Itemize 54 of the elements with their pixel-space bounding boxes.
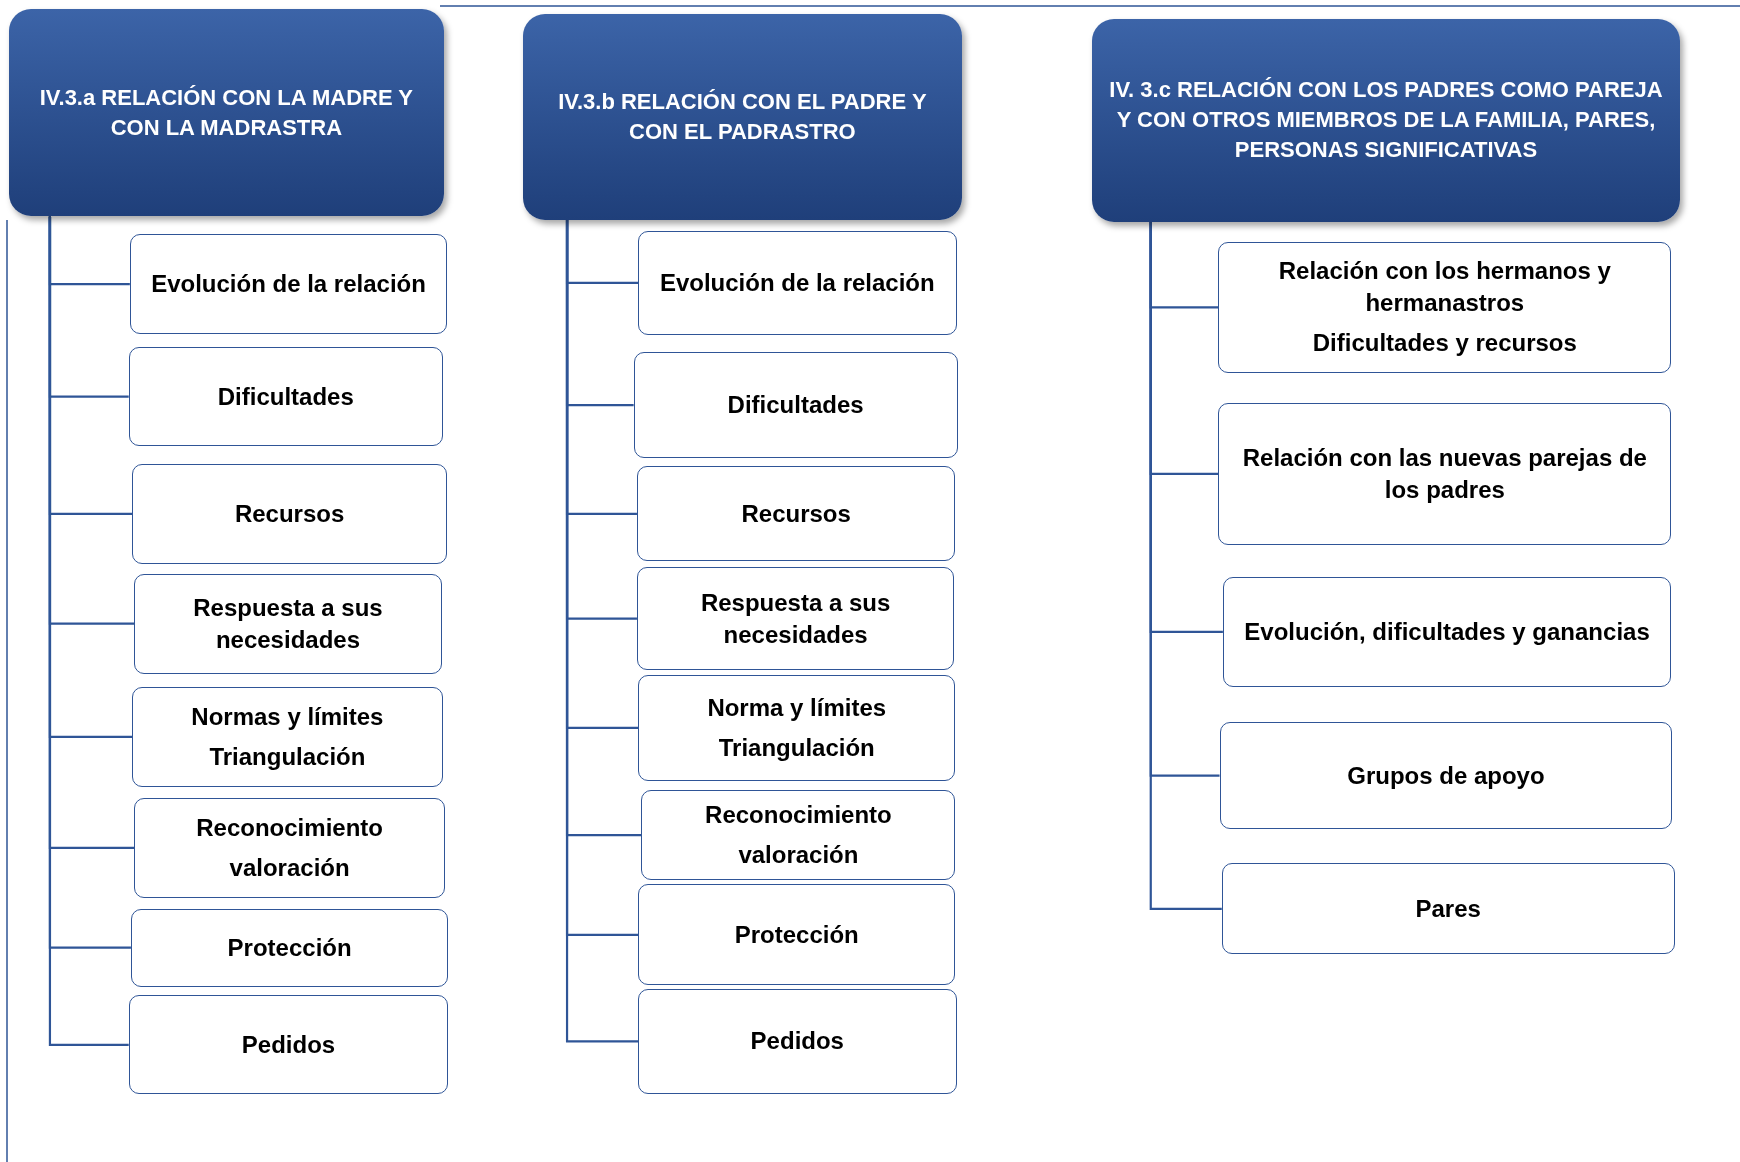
- topic-box: [641, 790, 956, 880]
- topic-box: [132, 463, 448, 564]
- topic-box: [633, 351, 958, 459]
- topic-box: [128, 995, 449, 1095]
- topic-box: [638, 988, 957, 1095]
- topic-box: [128, 347, 443, 447]
- topic-box: [636, 567, 955, 671]
- topic-text: Evolución, dificultades y ganancias: [1244, 616, 1650, 647]
- topic-text: valoración: [738, 840, 859, 871]
- topic-text: Protección: [227, 932, 352, 963]
- topic-text: valoración: [229, 852, 350, 883]
- topic-box: [636, 466, 956, 562]
- topic-box: [134, 573, 442, 674]
- topic-box: [1219, 722, 1673, 829]
- topic-box: [638, 674, 956, 782]
- topic-box: [132, 686, 443, 787]
- topic-box: [638, 884, 956, 986]
- topic-text: Pares: [1415, 893, 1481, 924]
- header-text: IV.3.a RELACIÓN CON LA MADRE Y CON LA MADRASTRA: [38, 83, 414, 142]
- topic-text: Dificultades y recursos: [1312, 328, 1577, 359]
- topic-box: [1218, 241, 1672, 373]
- topic-box: [1222, 577, 1672, 687]
- topic-text: Reconocimiento: [705, 800, 892, 831]
- topic-box: [130, 908, 449, 987]
- topic-box: [638, 230, 957, 336]
- header-text: IV.3.b RELACIÓN CON EL PADRE Y CON EL PADRASTRO: [557, 88, 928, 147]
- header-text: IV. 3.c RELACIÓN CON LOS PADRES COMO PAREJA Y CON OTROS MIEMBROS DE LA FAMILIA, PARES, PERSONAS SIGNIFICATIVAS: [1108, 76, 1664, 165]
- topic-text: Evolución de la relación: [151, 269, 426, 300]
- connector-line: [1149, 221, 1222, 910]
- topic-text: Pedidos: [241, 1029, 336, 1060]
- topic-text: Triangulación: [718, 732, 875, 763]
- topic-text: Evolución de la relación: [659, 267, 935, 298]
- header-box: [1091, 18, 1681, 222]
- topic-box: [134, 797, 445, 898]
- topic-box: [129, 234, 448, 334]
- topic-text: Pedidos: [750, 1026, 844, 1057]
- topic-box: [1221, 863, 1675, 955]
- topic-text: Respuesta a sus necesidades: [699, 587, 892, 650]
- topic-text: Relación con los hermanos y hermanastros: [1277, 256, 1612, 319]
- topic-box: [1218, 402, 1672, 545]
- topic-text: Grupos de apoyo: [1347, 760, 1545, 791]
- topic-text: Protección: [734, 919, 859, 950]
- header-box: [8, 8, 444, 217]
- topic-text: Respuesta a sus necesidades: [192, 592, 384, 655]
- topic-text: Reconocimiento: [196, 812, 383, 843]
- header-box: [522, 14, 963, 220]
- topic-text: Normas y límites: [191, 701, 384, 732]
- topic-text: Triangulación: [209, 741, 366, 772]
- topic-text: Dificultades: [727, 390, 864, 420]
- topic-text: Relación con las nuevas parejas de los padres: [1241, 442, 1648, 505]
- topic-text: Dificultades: [217, 381, 354, 412]
- topic-text: Norma y límites: [707, 692, 887, 723]
- topic-text: Recursos: [741, 498, 851, 529]
- topic-text: Recursos: [234, 498, 345, 529]
